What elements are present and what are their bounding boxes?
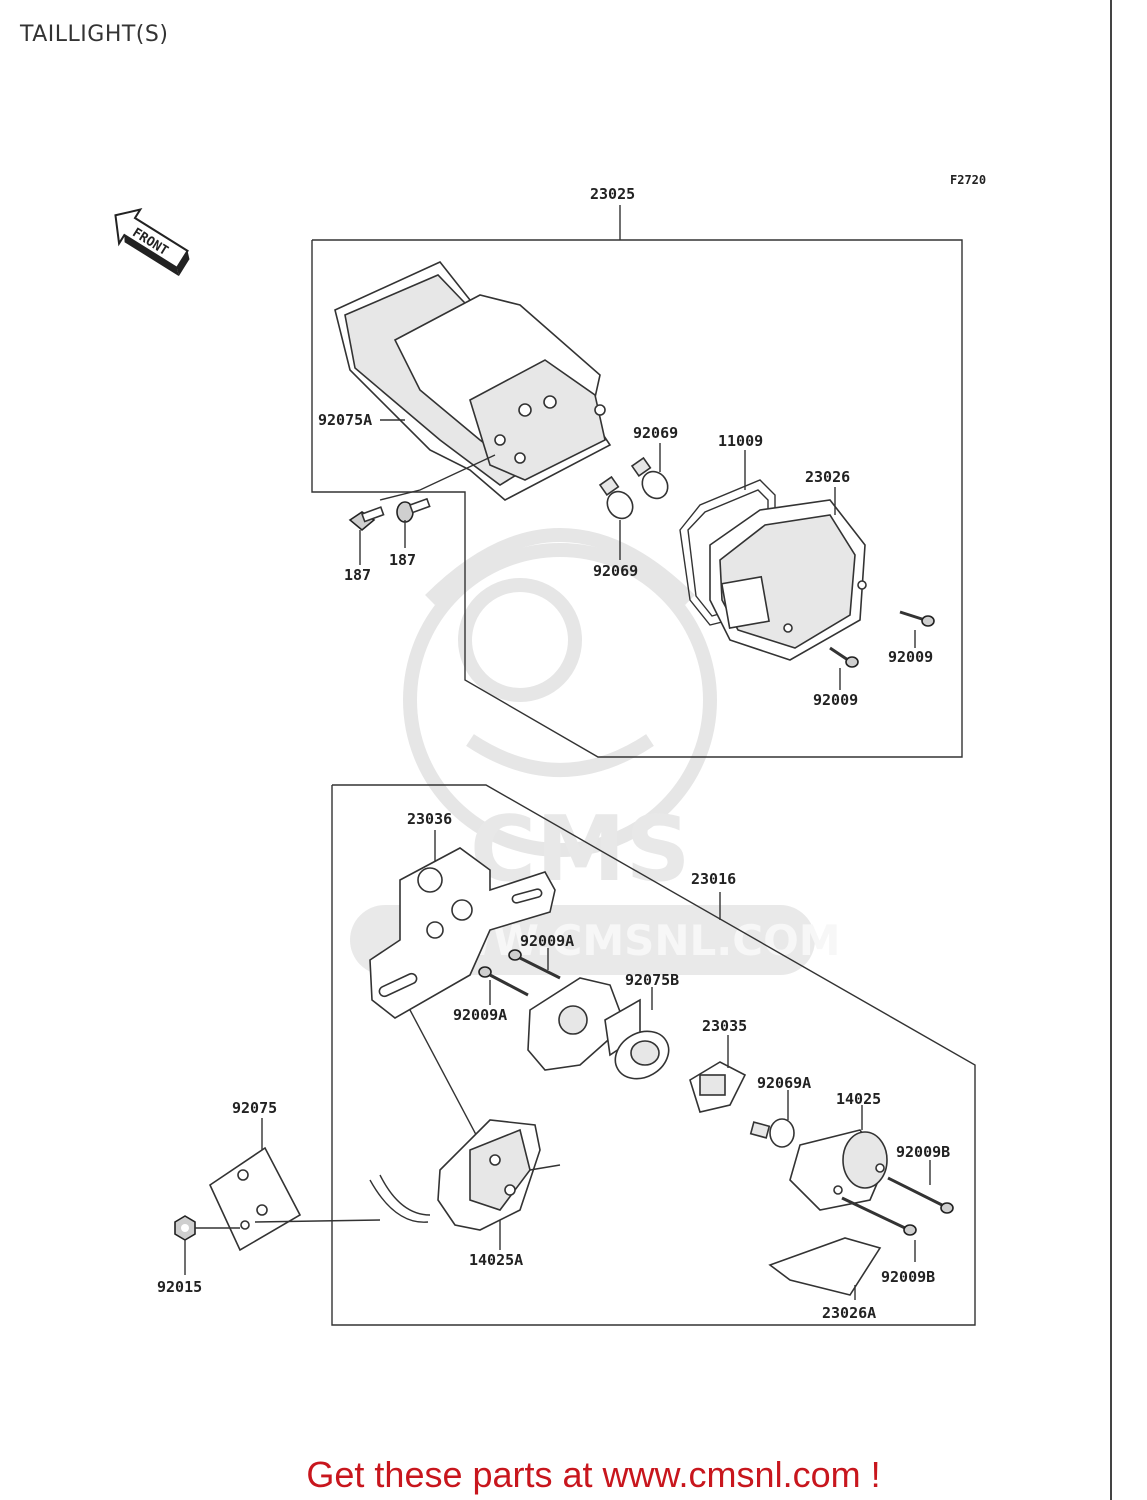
part-23036: 23036 <box>407 810 452 828</box>
part-92015: 92015 <box>157 1278 202 1296</box>
part-23026A: 23026A <box>822 1304 876 1322</box>
footer-link[interactable]: Get these parts at www.cmsnl.com ! <box>306 1454 881 1495</box>
part-92075: 92075 <box>232 1099 277 1117</box>
part-92075A: 92075A <box>318 411 372 429</box>
socket-92075B <box>614 1030 670 1080</box>
page-border <box>1110 0 1112 1500</box>
part-14025A: 14025A <box>469 1251 523 1269</box>
part-92069-top: 92069 <box>633 424 678 442</box>
front-arrow-icon: FRONT <box>114 208 190 277</box>
part-14025: 14025 <box>836 1090 881 1108</box>
part-92075B: 92075B <box>625 971 679 989</box>
lamp-14025 <box>789 1129 888 1211</box>
part-187-a: 187 <box>344 566 371 584</box>
screw-92009B-bottom <box>841 1196 917 1236</box>
part-92009-bottom: 92009 <box>813 691 858 709</box>
part-92069A: 92069A <box>757 1074 811 1092</box>
cover-23026A <box>768 1237 882 1296</box>
part-11009: 11009 <box>718 432 763 450</box>
screw-92009-right <box>899 610 935 627</box>
footer-promo-text[interactable]: Get these parts at www.cmsnl.com ! <box>0 1454 1147 1496</box>
part-92069-bottom: 92069 <box>593 562 638 580</box>
license-lamp-14025A <box>369 1119 561 1231</box>
part-92009A-top: 92009A <box>520 932 574 950</box>
holder-92075B <box>527 977 641 1071</box>
screw-92009-bottom <box>829 646 859 668</box>
part-187-b: 187 <box>389 551 416 569</box>
assembly-frame-23025 <box>311 239 963 758</box>
part-23016: 23016 <box>691 870 736 888</box>
part-92009B-bottom: 92009B <box>881 1268 935 1286</box>
screw-92009B-top <box>887 1176 954 1214</box>
part-92009-right: 92009 <box>888 648 933 666</box>
assembly-frame-23016 <box>331 784 976 1326</box>
socket-23035 <box>689 1061 747 1113</box>
part-23035: 23035 <box>702 1017 747 1035</box>
screw-92009A-bottom <box>478 966 529 997</box>
plate-92075 <box>208 1146 302 1252</box>
part-23026: 23026 <box>805 468 850 486</box>
taillight-housing-92075A <box>334 261 612 501</box>
nut-92015 <box>174 1215 196 1241</box>
screw-187-a <box>348 506 385 532</box>
bulb-92069-bottom <box>598 475 634 520</box>
figure-code: F2720 <box>950 173 986 187</box>
diagram-title: TAILLIGHT(S) <box>20 22 169 47</box>
screw-92009A-top <box>508 949 561 980</box>
bracket-23036 <box>369 847 556 1019</box>
bulb-92069-top <box>630 456 669 500</box>
screw-187-b <box>396 497 431 523</box>
part-92009B-top: 92009B <box>896 1143 950 1161</box>
bulb-92069A <box>749 1118 795 1148</box>
part-92009A-bottom: 92009A <box>453 1006 507 1024</box>
lens-23026 <box>709 499 867 661</box>
part-23025: 23025 <box>590 185 635 203</box>
